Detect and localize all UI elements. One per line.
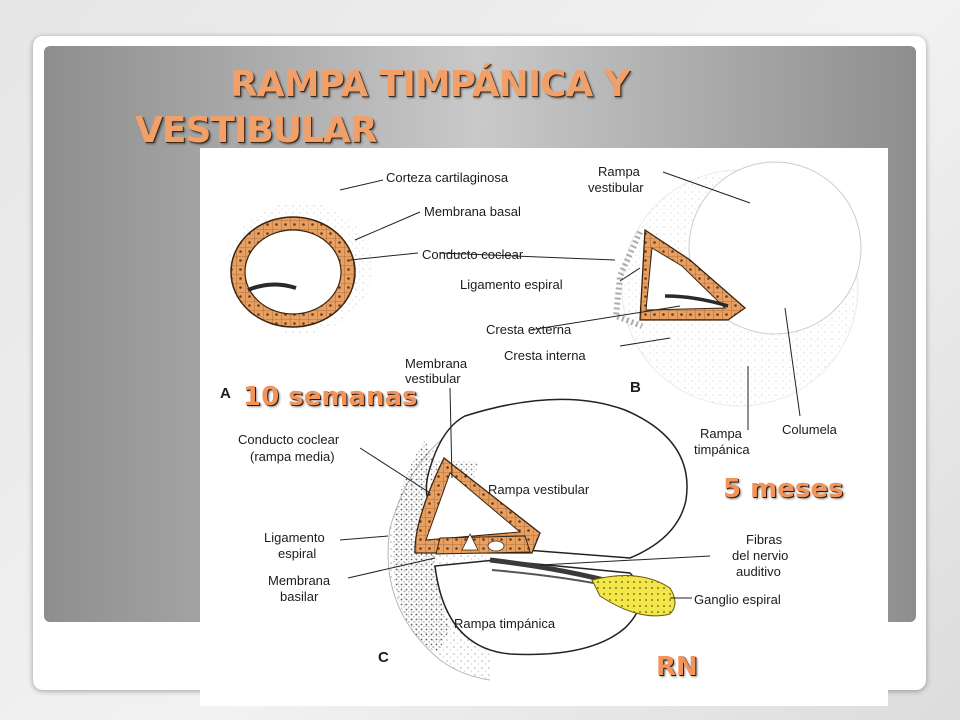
panel-c-drawing	[387, 398, 688, 681]
cochlea-figure: Corteza cartilaginosa Membrana basal Con…	[200, 148, 888, 706]
slide-title: RAMPA TIMPÁNICA Y VESTIBULAR	[135, 62, 835, 154]
label-conducto-coclear-c-1: Conducto coclear	[238, 432, 340, 447]
label-cresta-interna: Cresta interna	[504, 348, 586, 363]
label-rampa-vestibular-b-1: Rampa	[598, 164, 641, 179]
label-fibras-1: Fibras	[746, 532, 783, 547]
panel-letter-c: C	[378, 649, 389, 666]
cochlea-drawing: Corteza cartilaginosa Membrana basal Con…	[220, 161, 862, 681]
panel-b-drawing	[612, 161, 862, 407]
panel-a-leaders	[339, 179, 616, 261]
panel-c-leaders	[339, 387, 711, 599]
label-ligamento-espiral-c-2: espiral	[278, 546, 316, 561]
panel-letter-b: B	[630, 379, 641, 396]
slide-title-line2: VESTIBULAR	[135, 110, 378, 151]
label-ganglio-espiral: Ganglio espiral	[694, 592, 781, 607]
label-fibras-3: auditivo	[736, 564, 781, 579]
label-ligamento-espiral-a: Ligamento espiral	[460, 277, 563, 292]
label-membrana-basal: Membrana basal	[424, 204, 521, 219]
label-membrana-vestibular-1: Membrana	[405, 356, 468, 371]
label-membrana-basilar-1: Membrana	[268, 573, 331, 588]
label-rampa-timpanica-c: Rampa timpánica	[454, 616, 556, 631]
label-conducto-coclear-c-2: (rampa media)	[250, 449, 335, 464]
stage-label-rn: RN	[656, 652, 698, 682]
label-columela: Columela	[782, 422, 838, 437]
stage-label-5-meses: 5 meses	[723, 474, 844, 504]
label-corteza-cartilaginosa: Corteza cartilaginosa	[386, 170, 509, 185]
label-membrana-vestibular-2: vestibular	[405, 371, 461, 386]
label-rampa-vestibular-b-2: vestibular	[588, 180, 644, 195]
panel-a-drawing	[228, 202, 372, 334]
panel-b-leaders	[529, 171, 801, 430]
label-ligamento-espiral-c-1: Ligamento	[264, 530, 325, 545]
label-conducto-coclear-a: Conducto coclear	[422, 247, 524, 262]
label-cresta-externa: Cresta externa	[486, 322, 572, 337]
slide-title-line1: RAMPA TIMPÁNICA Y	[230, 64, 630, 105]
stage-label-10-semanas: 10 semanas	[243, 382, 418, 412]
label-rampa-vestibular-c: Rampa vestibular	[488, 482, 590, 497]
label-rampa-timpanica-b-2: timpánica	[694, 442, 750, 457]
label-fibras-2: del nervio	[732, 548, 788, 563]
panel-letter-a: A	[220, 385, 231, 402]
label-rampa-timpanica-b-1: Rampa	[700, 426, 743, 441]
label-membrana-basilar-2: basilar	[280, 589, 319, 604]
